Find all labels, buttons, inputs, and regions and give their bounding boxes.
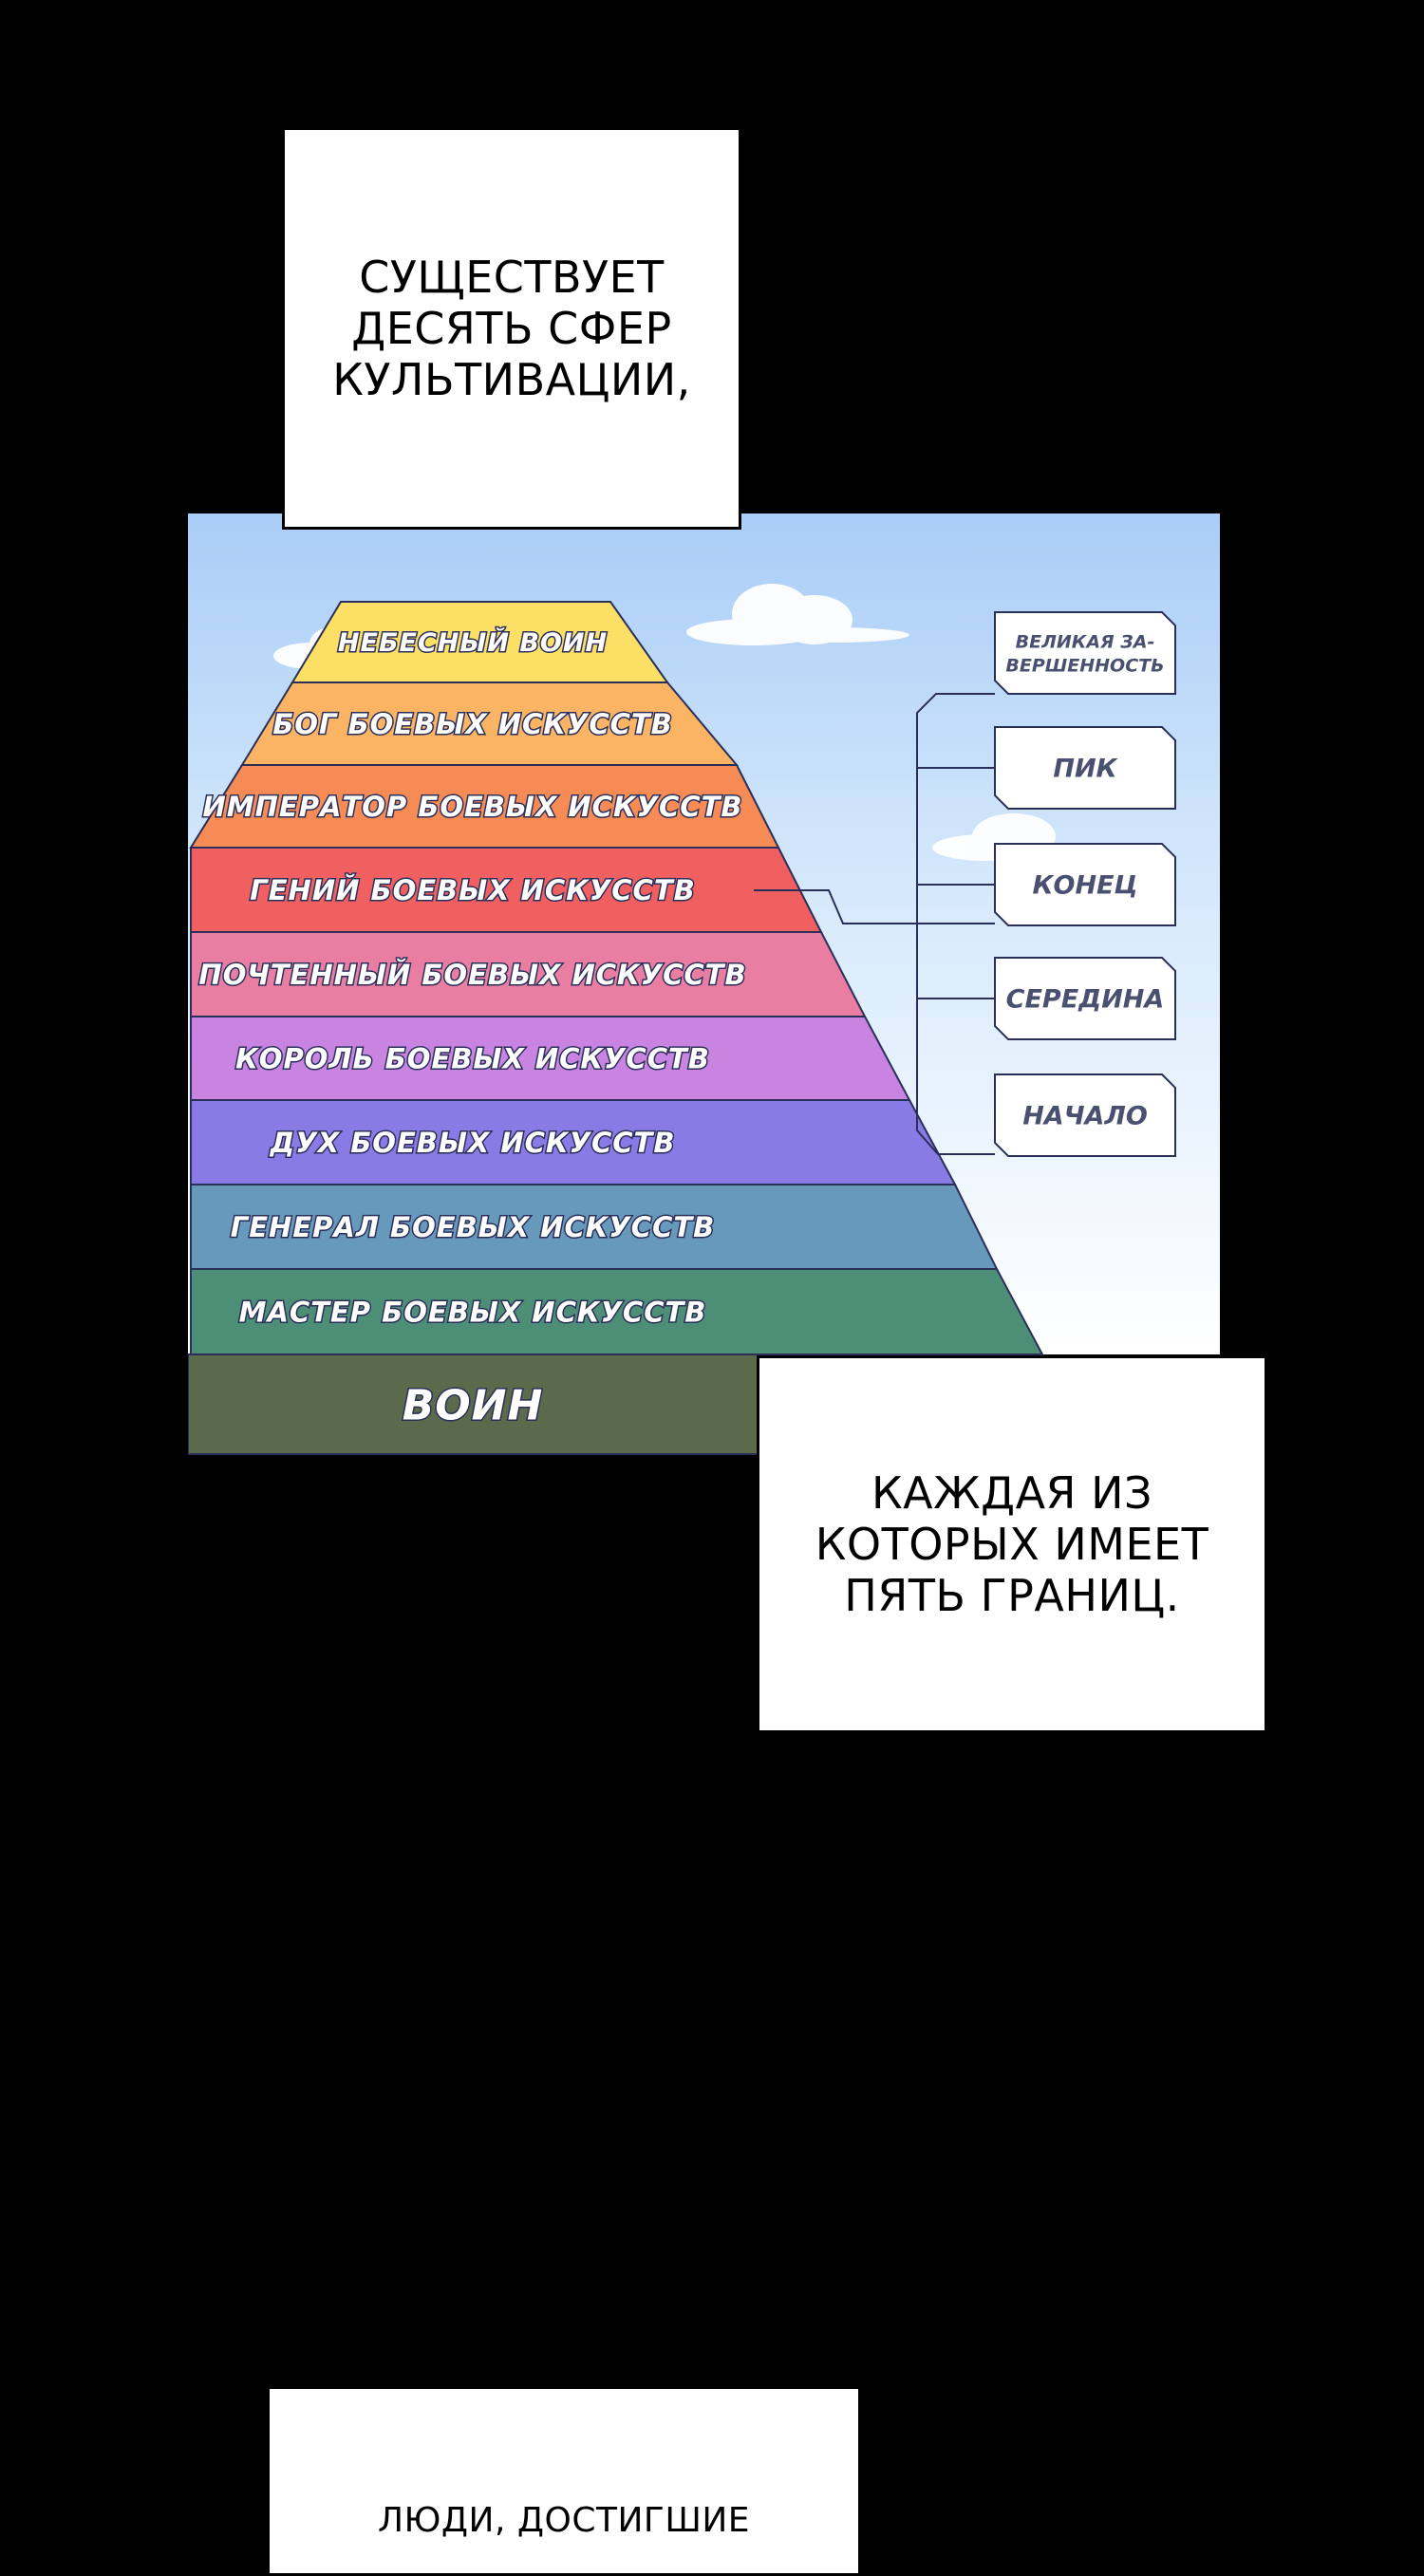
diagram-panel: НЕБЕСНЫЙ ВОИН БОГ БОЕВЫХ ИСКУССТВ ИМПЕРАТО…: [187, 513, 1220, 1455]
connector-trunk: [916, 693, 995, 1155]
caption-line: КУЛЬТИВАЦИИ,: [332, 354, 691, 406]
boundary-label: НАЧАЛО: [1022, 1102, 1148, 1131]
boundary-box: [994, 957, 1176, 1040]
caption-line: КОТОРЫХ ИМЕЕТ: [815, 1518, 1209, 1570]
pyramid-tier-labels: НЕБЕСНЫЙ ВОИН БОГ БОЕВЫХ ИСКУССТВ ИМПЕРАТО…: [197, 626, 747, 1431]
pyramid-tier-label: ВОИН: [403, 1381, 544, 1429]
boundary-label: ВЕРШЕННОСТЬ: [1005, 655, 1164, 676]
pyramid-tier: [190, 1268, 1044, 1355]
pyramid-tiers: [187, 601, 1044, 1455]
caption-line: КАЖДАЯ ИЗ: [871, 1466, 1153, 1519]
pyramid-tier-label: ГЕНЕРАЛ БОЕВЫХ ИСКУССТВ: [231, 1211, 716, 1243]
boundary-box: [994, 843, 1176, 926]
pyramid-tier-label: КОРОЛЬ БОЕВЫХ ИСКУССТВ: [235, 1042, 710, 1074]
boundary-boxes: ВЕЛИКАЯ ЗА- ВЕРШЕННОСТЬ ПИК КОНЕЦ СЕРЕДИНА НА…: [994, 611, 1176, 1157]
pyramid-tier-label: ГЕНИЙ БОЕВЫХ ИСКУССТВ: [250, 874, 695, 906]
caption-line: СУЩЕСТВУЕТ: [359, 251, 665, 303]
pyramid-tier-label: ПОЧТЕННЫЙ БОЕВЫХ ИСКУССТВ: [198, 959, 746, 991]
boundary-label: КОНЕЦ: [1032, 871, 1137, 901]
boundary-box: [994, 1073, 1176, 1157]
caption-box-bottom: ЛЮДИ, ДОСТИГШИЕ: [267, 2386, 861, 2576]
pyramid-tier-label: ИМПЕРАТОР БОЕВЫХ ИСКУССТВ: [203, 791, 743, 823]
boundary-label: СЕРЕДИНА: [1006, 985, 1165, 1015]
caption-line: ПЯТЬ ГРАНИЦ.: [844, 1570, 1180, 1622]
caption-line: ДЕСЯТЬ СФЕР: [351, 302, 672, 354]
caption-box-top: СУЩЕСТВУЕТ ДЕСЯТЬ СФЕР КУЛЬТИВАЦИИ,: [282, 127, 741, 530]
boundary-box: [994, 726, 1176, 810]
connector-line: [754, 889, 995, 924]
boundary-label: ВЕЛИКАЯ ЗА-: [1016, 631, 1155, 652]
caption-box-middle: КАЖДАЯ ИЗ КОТОРЫХ ИМЕЕТ ПЯТЬ ГРАНИЦ.: [757, 1355, 1267, 1733]
pyramid-tier-label: ДУХ БОЕВЫХ ИСКУССТВ: [270, 1127, 676, 1159]
pyramid-tier-label: МАСТЕР БОЕВЫХ ИСКУССТВ: [239, 1296, 707, 1328]
caption-line: ЛЮДИ, ДОСТИГШИЕ: [377, 2501, 751, 2540]
boundary-connectors: [754, 693, 995, 1155]
pyramid-tier-label: НЕБЕСНЫЙ ВОИН: [338, 627, 608, 658]
boundary-box: [994, 611, 1176, 695]
boundary-label: ПИК: [1053, 755, 1118, 784]
cultivation-pyramid-diagram: НЕБЕСНЫЙ ВОИН БОГ БОЕВЫХ ИСКУССТВ ИМПЕРАТО…: [187, 513, 1220, 1455]
pyramid-tier-label: БОГ БОЕВЫХ ИСКУССТВ: [272, 708, 673, 740]
